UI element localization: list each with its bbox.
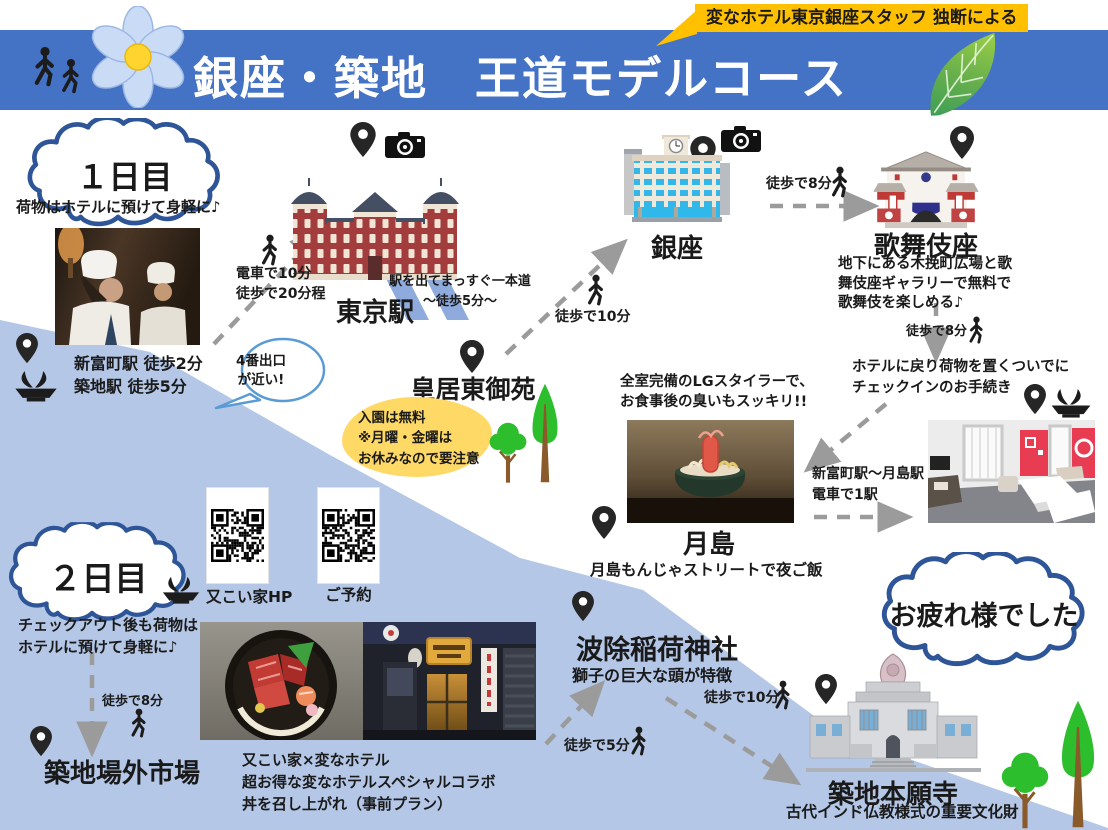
market-label: 築地場外市場: [44, 759, 201, 789]
namiyoke-desc: 獅子の巨大な頭が特徴: [572, 666, 733, 685]
hotel-icon: [12, 370, 60, 403]
checkout-note: チェックアウト後も荷物は ホテルに預けて身軽に♪: [18, 616, 199, 656]
gyoen-trees-icon: [482, 382, 564, 484]
tag-fold: [656, 10, 697, 46]
flower-icon: [88, 6, 188, 108]
qr-hp-label: 又こい家HP: [206, 588, 293, 606]
hotel-pin-icon: [16, 333, 38, 364]
header-bar: [0, 30, 1108, 110]
walker-icon: [584, 274, 608, 306]
monja-bowl-photo: [627, 420, 794, 523]
walker-icon: [828, 166, 852, 198]
exit4-bubble-text: 4番出口 が近い!: [236, 353, 286, 388]
honganji-desc: 古代インド仏教様式の重要文化財: [786, 803, 1019, 821]
walker-icon: [628, 726, 650, 756]
hotel-access-text: 新富町駅 徒歩2分 築地駅 徒歩5分: [74, 354, 203, 397]
route-to-tokyo-label: 電車で10分 徒歩で20分程: [236, 266, 326, 303]
leaf-icon: [910, 29, 1018, 120]
gyoen-pin-icon: [460, 340, 484, 374]
arrow-hotel-to-station: [803, 402, 888, 473]
hotel-icon: [1048, 388, 1094, 419]
qr-code-reserve[interactable]: [317, 487, 380, 584]
tsukishima-desc: 月島もんじゃストリートで夜ご飯: [590, 561, 823, 579]
walker-icon: [258, 234, 282, 266]
hotel-room-photo: [928, 420, 1095, 523]
kabukiza-illustration: [870, 148, 982, 230]
tsukishima-pin-icon: [592, 506, 616, 540]
kabukiza-label: 歌舞伎座: [873, 232, 978, 262]
route-to-market-label: 徒歩で8分: [102, 694, 164, 709]
train-tsukishima-label: 新富町駅～月島駅 電車で1駅: [812, 466, 924, 503]
qr-reserve-label: ご予約: [325, 586, 372, 604]
hotel-staff-photo: [55, 228, 200, 345]
road-note: 駅を出てまっすぐ一本道 ～徒歩5分～: [389, 274, 531, 309]
namiyoke-pin-icon: [572, 591, 594, 622]
ginza-label: 銀座: [650, 234, 703, 264]
route-ginza-kabukiza-label: 徒歩で8分: [766, 176, 832, 192]
route-to-honganji-label: 徒歩で10分: [704, 690, 780, 706]
arrow-namiyoke-to-honganji: [664, 696, 802, 786]
route-kabukiza-hotel-label: 徒歩で8分: [906, 324, 968, 339]
shop-front-photo: [363, 622, 536, 740]
walker-icon: [772, 680, 794, 710]
ginza-illustration: [618, 133, 736, 230]
gyoen-note-text: 入園は無料 ※月曜・金曜は お休みなので要注意: [358, 410, 480, 467]
day1-label: １日目: [76, 158, 173, 196]
poster-title: 銀座・築地 王道モデルコース: [193, 52, 848, 105]
route-to-namiyoke-label: 徒歩で5分: [564, 738, 630, 754]
kabukiza-desc: 地下にある木挽町広場と歌 舞伎座ギャラリーで無料で 歌舞伎を楽しめる♪: [838, 256, 1012, 312]
corner-trees-icon: [992, 698, 1104, 830]
luggage-note: 荷物はホテルに預けて身軽に♪: [16, 198, 221, 216]
hotel-icon: [160, 576, 202, 605]
honganji-illustration: [806, 652, 981, 774]
styler-note: 全室完備のLGスタイラーで、 お食事後の臭いもスッキリ!!: [620, 374, 814, 411]
farewell-label: お疲れ様でした: [889, 601, 1079, 632]
hotel-pin-icon: [1024, 384, 1046, 415]
walker-icon: [966, 316, 987, 344]
staff-opinion-tag: 変なホテル東京銀座スタッフ 独断による: [695, 4, 1029, 32]
tuna-bowl-photo: [200, 622, 363, 740]
tokyo-station-pin-icon: [350, 122, 376, 158]
route-to-ginza-label: 徒歩で10分: [555, 309, 631, 325]
walker-icon: [128, 708, 150, 738]
collab-note: 又こい家×変なホテル 超お得な変なホテルスペシャルコラボ 丼を召し上がれ（事前プ…: [242, 751, 496, 813]
tsukishima-label: 月島: [682, 530, 735, 560]
qr-code-hp[interactable]: [206, 487, 269, 584]
walking-people-icon: [30, 46, 92, 102]
